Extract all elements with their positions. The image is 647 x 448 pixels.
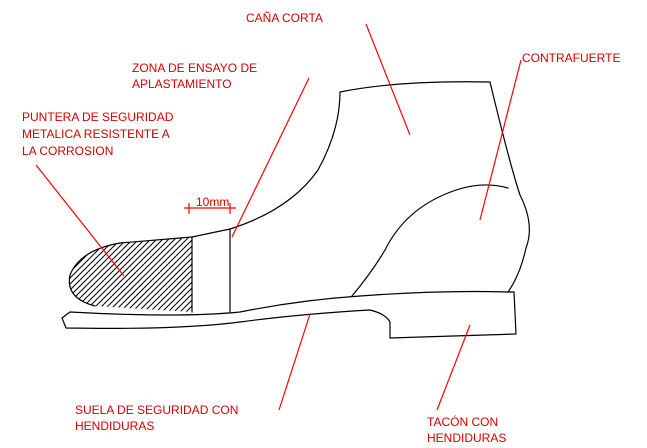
- hatch-line: [69, 237, 95, 312]
- leader-zona-ensayo: [231, 77, 310, 238]
- hatch-line: [238, 230, 328, 320]
- hatch-line: [69, 237, 155, 312]
- hatch-line: [304, 230, 394, 320]
- hatch-line: [69, 237, 137, 312]
- hatch-line: [135, 237, 192, 312]
- hatch-line: [298, 230, 388, 320]
- sole-bottom: [61, 291, 517, 339]
- hatch-line: [232, 230, 322, 320]
- hatch-line: [105, 237, 192, 312]
- hatch-line: [153, 237, 192, 312]
- hatch-line: [69, 237, 107, 312]
- leader-tacon: [436, 324, 471, 411]
- hatch-line: [208, 230, 298, 320]
- hatch-line: [69, 237, 101, 312]
- label-tacon-line2: HENDIDURAS: [427, 431, 506, 445]
- hatch-line: [262, 230, 352, 320]
- boot-outline: [61, 81, 530, 339]
- labels: CAÑA CORTA ZONA DE ENSAYO DE APLASTAMIEN…: [22, 11, 620, 445]
- hatch-line: [316, 230, 406, 320]
- leader-cana-corta: [365, 23, 411, 136]
- hatch-line: [250, 230, 340, 320]
- hatch-line: [129, 237, 192, 312]
- hatch-line: [220, 230, 310, 320]
- label-puntera-line1: PUNTERA DE SEGURIDAD: [22, 110, 174, 124]
- hatch-line: [183, 237, 192, 312]
- hatch-line: [69, 237, 131, 312]
- hatch-line: [69, 237, 143, 312]
- hatch-line: [280, 230, 370, 320]
- label-contrafuerte: CONTRAFUERTE: [522, 51, 620, 65]
- hatch-line: [268, 230, 358, 320]
- hatch-line: [310, 230, 400, 320]
- toe-cap-hatching: [69, 230, 406, 320]
- label-puntera-line3: LA CORROSION: [22, 144, 113, 158]
- dimension-label: 10mm: [196, 195, 229, 209]
- hatch-line: [99, 237, 191, 312]
- hatch-line: [81, 237, 173, 312]
- leader-lines: [35, 23, 522, 411]
- dimension-marker: 10mm: [184, 195, 236, 214]
- sole-top: [69, 290, 515, 316]
- label-suela-line1: SUELA DE SEGURIDAD CON: [75, 403, 238, 417]
- hatch-line: [69, 237, 71, 312]
- hatch-line: [202, 230, 292, 320]
- hatch-line: [286, 230, 376, 320]
- label-cana-corta: CAÑA CORTA: [246, 11, 323, 25]
- hatch-line: [147, 237, 192, 312]
- heel-counter: [351, 184, 509, 297]
- hatch-line: [111, 237, 192, 312]
- leader-suela: [278, 313, 311, 411]
- hatch-line: [159, 237, 192, 312]
- hatch-line: [274, 230, 364, 320]
- hatch-line: [69, 237, 77, 312]
- label-suela-line2: HENDIDURAS: [75, 419, 154, 433]
- label-tacon-line1: TACÓN CON: [427, 414, 498, 429]
- hatch-line: [117, 237, 192, 312]
- hatch-line: [214, 230, 304, 320]
- leader-puntera: [35, 164, 125, 277]
- hatch-line: [93, 237, 185, 312]
- hatch-line: [141, 237, 192, 312]
- label-zona-line2: APLASTAMIENTO: [132, 77, 232, 91]
- hatch-line: [69, 237, 125, 312]
- hatch-line: [165, 237, 192, 312]
- hatch-line: [69, 237, 89, 312]
- hatch-line: [69, 237, 149, 312]
- label-zona-line1: ZONA DE ENSAYO DE: [132, 61, 257, 75]
- boot-upper: [68, 81, 530, 307]
- leader-contrafuerte: [479, 59, 522, 221]
- label-puntera-line2: METALICA RESISTENTE A: [22, 127, 170, 141]
- hatch-line: [244, 230, 334, 320]
- hatch-line: [69, 237, 119, 312]
- hatch-line: [171, 237, 192, 312]
- hatch-line: [123, 237, 192, 312]
- hatch-line: [87, 237, 179, 312]
